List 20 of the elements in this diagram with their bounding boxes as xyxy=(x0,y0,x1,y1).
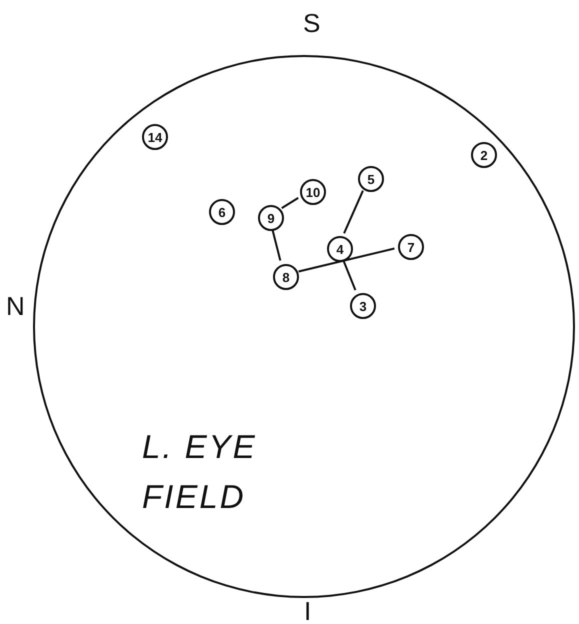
numbered-circle: 5 xyxy=(358,166,384,192)
numbered-circle: 14 xyxy=(142,124,168,150)
field-title: L. EYE FIELD xyxy=(142,427,258,517)
connecting-line xyxy=(343,190,364,234)
direction-label: S xyxy=(303,10,320,36)
direction-label: I xyxy=(304,598,312,624)
numbered-circle: 10 xyxy=(300,179,326,205)
connecting-line xyxy=(281,197,299,209)
numbered-circle: 8 xyxy=(273,264,299,290)
connecting-line xyxy=(342,260,356,290)
numbered-circle: 7 xyxy=(398,234,424,260)
numbered-circle: 3 xyxy=(350,293,376,319)
numbered-circle: 4 xyxy=(327,236,353,262)
connecting-line xyxy=(298,248,395,272)
numbered-circle: 9 xyxy=(258,205,284,231)
direction-label: N xyxy=(6,293,25,319)
numbered-circle: 6 xyxy=(209,199,235,225)
numbered-circle: 2 xyxy=(471,142,497,168)
connecting-line xyxy=(272,230,282,261)
visual-field-circle xyxy=(33,55,575,598)
